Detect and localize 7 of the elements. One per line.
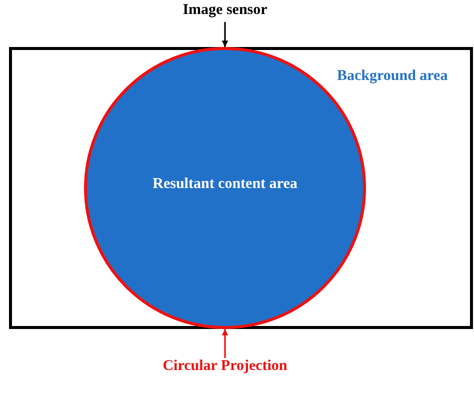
arrow [222, 22, 228, 47]
sensor-label: Image sensor [166, 2, 284, 22]
region-label: Resultant content area [152, 176, 298, 193]
region-label: Background area [337, 68, 448, 85]
sensor-frame [9, 47, 473, 329]
projection-label: Circular Projection [152, 358, 298, 380]
arrow [222, 329, 228, 358]
